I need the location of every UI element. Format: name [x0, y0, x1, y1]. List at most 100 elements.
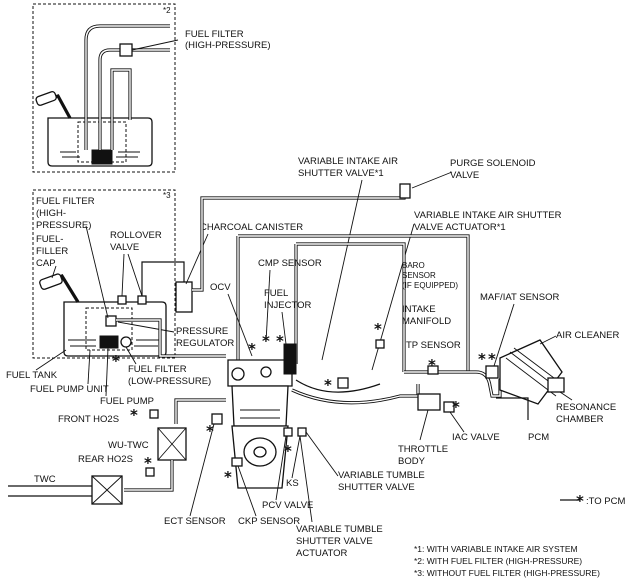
air-cleaner	[499, 339, 563, 405]
resonance-chamber	[547, 377, 565, 393]
star-front-ho2s: *	[130, 406, 138, 424]
label-ect-sensor: ECT SENSOR	[164, 516, 226, 527]
label-wu-twc: WU-TWC	[108, 440, 149, 451]
star-ocv: *	[248, 340, 256, 358]
leader-hp-filter-left	[85, 225, 109, 319]
label-throttle-body: THROTTLE BODY	[398, 444, 451, 467]
label-air-cleaner: AIR CLEANER	[556, 330, 619, 341]
fuel-tank-assembly	[39, 273, 167, 357]
label-vtsv-actuator: VARIABLE TUMBLE SHUTTER VALVE ACTUATOR	[296, 524, 385, 559]
label-fuel-filter-lp: FUEL FILTER (LOW-PRESSURE)	[128, 364, 211, 387]
inset-box-3-mark: *3	[163, 191, 171, 200]
label-charcoal-canister: CHARCOAL CANISTER	[200, 222, 303, 233]
rollover-valve-1	[117, 295, 127, 305]
tp-sensor	[427, 365, 439, 375]
star-iac: *	[452, 398, 460, 416]
footnotes: *1: WITH VARIABLE INTAKE AIR SYSTEM *2: …	[414, 544, 600, 578]
star-tp: *	[428, 356, 436, 374]
label-fuel-pump-unit: FUEL PUMP UNIT	[30, 384, 109, 395]
inset-box-2	[32, 3, 176, 173]
rear-ho2s	[145, 467, 155, 477]
legend-to-pcm: * :TO PCM	[560, 492, 625, 510]
star-fuel-pump: *	[112, 352, 120, 370]
footnote-3: *3: WITHOUT FUEL FILTER (HIGH-PRESSURE)	[414, 568, 600, 578]
front-ho2s	[149, 409, 159, 419]
pcm-wire	[496, 397, 529, 420]
inset-with-hp-filter: *2	[32, 3, 179, 173]
label-twc: TWC	[34, 474, 56, 485]
star-ect: *	[206, 422, 214, 440]
label-maf-iat: MAF/IAT SENSOR	[480, 292, 559, 303]
label-fuel-filler-cap: FUEL- FILLER CAP	[36, 234, 71, 269]
label-pressure-regulator: PRESSURE REGULATOR	[176, 326, 234, 349]
star-maf-2: *	[488, 350, 496, 368]
hp-fuel-filter-inset	[119, 43, 133, 57]
star-ks: *	[284, 442, 292, 460]
vias-actuator	[337, 377, 349, 389]
throttle-body	[417, 393, 441, 411]
charcoal-canister	[175, 281, 193, 313]
fuel-level-inset	[60, 151, 140, 158]
label-tp-sensor: TP SENSOR	[406, 340, 461, 351]
star-baro: *	[374, 320, 382, 338]
cmp-sensor	[260, 366, 272, 378]
hp-filter-leader	[131, 39, 179, 51]
fuel-pump-inset	[91, 149, 113, 165]
leader-rollover	[121, 253, 143, 297]
fuel-pump-unit	[85, 307, 133, 351]
fuel-level	[68, 339, 160, 347]
rollover-valve-2	[137, 295, 147, 305]
pcv-valve	[283, 427, 293, 437]
label-front-ho2s: FRONT HO2S	[58, 414, 119, 425]
label-ks: KS	[286, 478, 299, 489]
label-rollover-valve: ROLLOVER VALVE	[110, 230, 164, 253]
filler-cap-inset	[35, 91, 57, 106]
purge-solenoid-valve	[399, 183, 411, 199]
fuel-filler-cap	[39, 273, 63, 290]
fuel-injector	[283, 343, 297, 375]
purge-line	[192, 190, 406, 292]
legend-star: *	[576, 492, 584, 510]
ocv-valve	[231, 367, 245, 381]
label-fuel-injector: FUEL INJECTOR	[264, 288, 311, 311]
runner-lower	[295, 379, 381, 393]
star-maf-1: *	[478, 350, 486, 368]
iac-valve	[443, 401, 455, 413]
fuel-pump	[99, 335, 119, 349]
label-ckp-sensor: CKP SENSOR	[238, 516, 300, 527]
ect-sensor	[211, 413, 223, 425]
label-fuel-filter-hp-left: FUEL FILTER (HIGH- PRESSURE)	[36, 196, 97, 231]
label-cmp-sensor: CMP SENSOR	[258, 258, 322, 269]
star-rear-ho2s: *	[144, 454, 152, 472]
star-ckp: *	[224, 468, 232, 486]
cylinder-head	[227, 359, 293, 387]
leader-filler-cap	[51, 265, 57, 279]
star-vias: *	[324, 376, 332, 394]
label-vias-actuator: VARIABLE INTAKE AIR SHUTTER VALVE ACTUAT…	[414, 210, 564, 233]
label-fuel-filter-hp: FUEL FILTER (HIGH-PRESSURE)	[185, 29, 271, 51]
maf-iat-sensor	[485, 365, 499, 379]
ckp-sensor	[231, 457, 243, 467]
cylinder-block-upper	[231, 385, 289, 427]
label-ocv: OCV	[210, 282, 231, 293]
ks	[297, 427, 307, 437]
label-fuel-pump: FUEL PUMP	[100, 396, 154, 407]
label-pcm: PCM	[528, 432, 549, 443]
label-rear-ho2s: REAR HO2S	[78, 454, 133, 465]
star-cmp: *	[262, 332, 270, 350]
label-variable-tumble-shutter-valve: VARIABLE TUMBLE SHUTTER VALVE	[338, 470, 427, 493]
label-intake-manifold: INTAKE MANIFOLD	[402, 304, 451, 327]
tailpipe	[8, 485, 92, 497]
baro-sensor	[375, 339, 385, 349]
label-pcv-valve: PCV VALVE	[262, 500, 313, 511]
label-purge-solenoid: PURGE SOLENOID VALVE	[450, 158, 538, 181]
label-fuel-tank: FUEL TANK	[6, 370, 58, 381]
label-variable-intake-air-shutter-valve: VARIABLE INTAKE AIR SHUTTER VALVE*1	[298, 156, 401, 179]
legend-to-pcm-label: :TO PCM	[586, 496, 625, 507]
inset-box-3	[32, 189, 176, 359]
inset-box-2-mark: *2	[163, 6, 171, 15]
label-iac-valve: IAC VALVE	[452, 432, 500, 443]
evap-line	[141, 261, 185, 296]
label-baro-sensor: BARO SENSOR (IF EQUIPPED)	[402, 261, 458, 290]
